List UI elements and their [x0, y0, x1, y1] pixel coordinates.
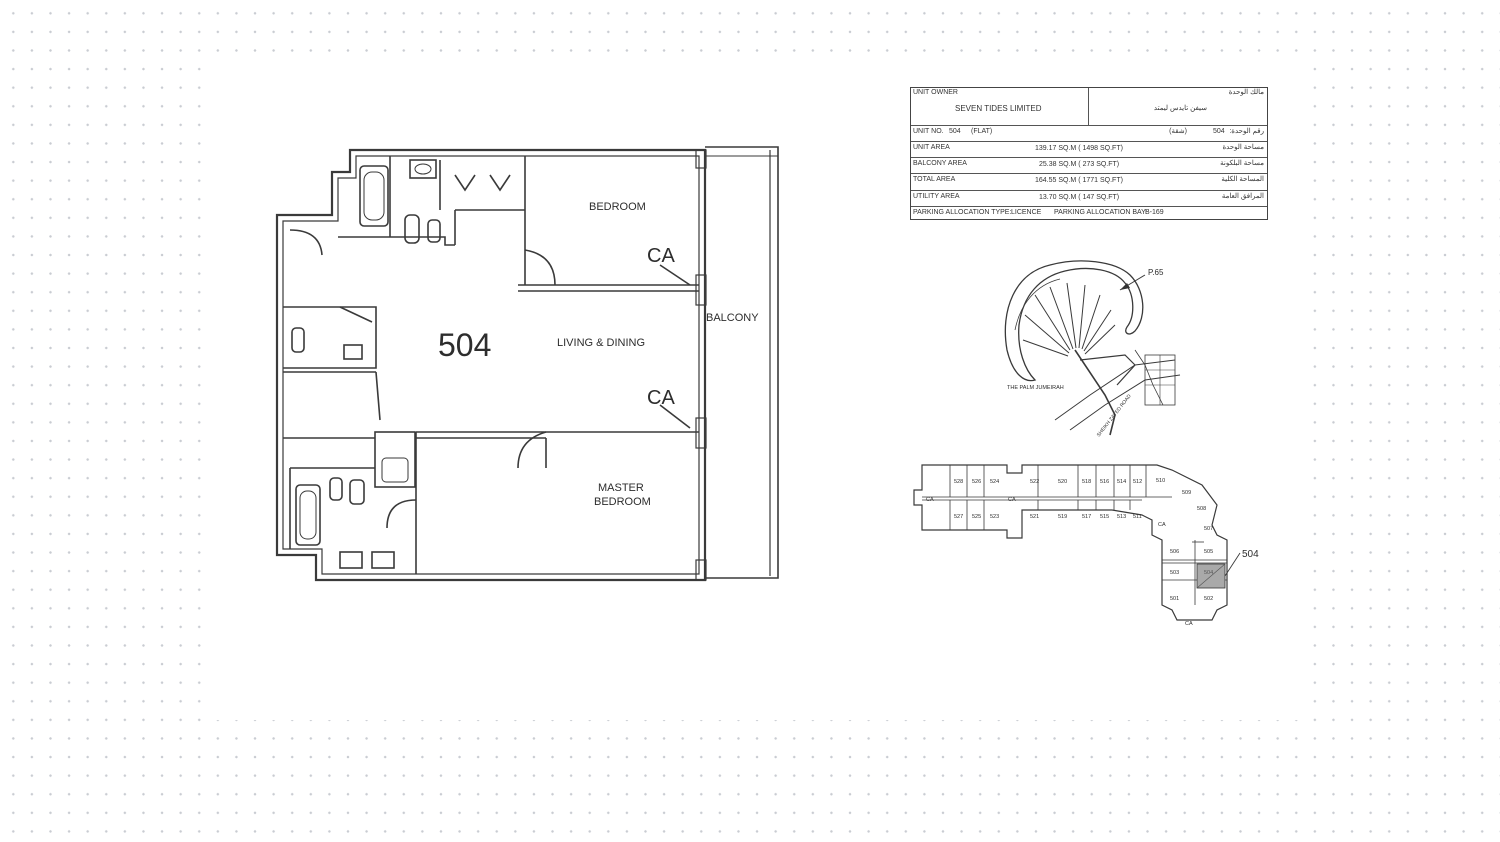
unit-520: 520	[1058, 479, 1067, 485]
unit-no-label-ar: رقم الوحدة:	[1229, 128, 1264, 135]
unit-503: 503	[1170, 570, 1179, 576]
utility-area-value: 13.70 SQ.M ( 147 SQ.FT)	[1039, 194, 1120, 201]
unit-509: 509	[1182, 490, 1191, 496]
palm-crescent	[1004, 260, 1144, 382]
unit-524: 524	[990, 479, 999, 485]
unit-number-label: 504	[438, 327, 491, 363]
owner-value: SEVEN TIDES LIMITED	[955, 104, 1042, 113]
balcony-outline	[705, 146, 779, 579]
unit-no-value-ar: 504	[1213, 128, 1225, 135]
outer-wall	[275, 148, 707, 582]
pointer-label: P.65	[1148, 268, 1164, 277]
unit-501: 501	[1170, 596, 1179, 602]
unit-area-label: UNIT AREA	[913, 144, 950, 151]
unit-info-table: UNIT OWNER SEVEN TIDES LIMITED مالك الوح…	[910, 87, 1268, 220]
balcony-area-label: BALCONY AREA	[913, 160, 967, 167]
unit-528: 528	[954, 479, 963, 485]
table-divider	[1088, 88, 1089, 125]
unit-514: 514	[1117, 479, 1126, 485]
unit-510: 510	[1156, 478, 1165, 484]
parking-bay-value: B-169	[1145, 209, 1164, 216]
utility-area-label-ar: المرافق العامة	[1221, 193, 1264, 200]
unit-type-ar: (شقة)	[1169, 128, 1187, 135]
ca-label-key-3: CA	[1158, 522, 1166, 528]
parking-type-label: PARKING ALLOCATION TYPE:	[913, 209, 1012, 216]
unit-504-cell: 504	[1204, 570, 1213, 576]
key-plan: CA CA CA CA 528 526 524 522 520 518 516 …	[913, 464, 1259, 627]
ca-label-key-2: CA	[1008, 497, 1016, 503]
balcony-area-label-ar: مساحة البلكونة	[1220, 160, 1264, 167]
palm-fronds	[1022, 282, 1181, 436]
master-label-line2: BEDROOM	[594, 496, 651, 508]
ca-label-bedroom: CA	[647, 245, 675, 267]
highlight-label: 504	[1242, 549, 1259, 560]
unit-526: 526	[972, 479, 981, 485]
unit-no-label: UNIT NO.	[913, 128, 944, 135]
unit-511: 511	[1133, 514, 1142, 520]
unit-525: 525	[972, 514, 981, 520]
total-area-label: TOTAL AREA	[913, 176, 956, 183]
parking-type-value: LICENCE	[1011, 209, 1042, 216]
owner-label-ar: مالك الوحدة	[1228, 89, 1264, 96]
bedroom-label: BEDROOM	[589, 201, 646, 213]
unit-area-value: 139.17 SQ.M ( 1498 SQ.FT)	[1035, 145, 1123, 152]
utility-area-label: UTILITY AREA	[913, 193, 960, 200]
parking-bay-label: PARKING ALLOCATION BAY:	[1054, 209, 1148, 216]
ca-label-living: CA	[647, 387, 675, 409]
master-label-line1: MASTER	[598, 482, 644, 494]
unit-515: 515	[1100, 514, 1109, 520]
ca-label-key-4: CA	[1185, 621, 1193, 627]
living-dining-label: LIVING & DINING	[557, 337, 645, 349]
unit-512: 512	[1133, 479, 1142, 485]
total-area-value: 164.55 SQ.M ( 1771 SQ.FT)	[1035, 177, 1123, 184]
balcony-label: BALCONY	[706, 312, 759, 324]
unit-523: 523	[990, 514, 999, 520]
unit-502: 502	[1204, 596, 1213, 602]
key-plan-outline	[913, 464, 1228, 621]
unit-517: 517	[1082, 514, 1091, 520]
unit-no-value: 504	[949, 128, 961, 135]
location-map: P.65 THE PALM JUMEIRAH SHEIKH ZAYED ROAD	[1004, 260, 1181, 438]
unit-518: 518	[1082, 479, 1091, 485]
unit-521: 521	[1030, 514, 1039, 520]
palm-label: THE PALM JUMEIRAH	[1007, 385, 1064, 391]
outer-wall-inner	[282, 155, 700, 575]
unit-519: 519	[1058, 514, 1067, 520]
owner-value-ar: سيفن تايدس ليمتد	[1153, 105, 1207, 112]
total-area-label-ar: المساحة الكلية	[1221, 176, 1264, 183]
unit-506: 506	[1170, 549, 1179, 555]
unit-505: 505	[1204, 549, 1213, 555]
unit-516: 516	[1100, 479, 1109, 485]
unit-513: 513	[1117, 514, 1126, 520]
ca-label-key-1: CA	[926, 497, 934, 503]
unit-527: 527	[954, 514, 963, 520]
owner-label: UNIT OWNER	[913, 89, 958, 96]
unit-522: 522	[1030, 479, 1039, 485]
unit-507: 507	[1204, 526, 1213, 532]
road-label: SHEIKH ZAYED ROAD	[1096, 393, 1133, 438]
unit-area-label-ar: مساحة الوحدة	[1222, 144, 1264, 151]
unit-type: (FLAT)	[971, 128, 993, 135]
unit-508: 508	[1197, 506, 1206, 512]
balcony-area-value: 25.38 SQ.M ( 273 SQ.FT)	[1039, 161, 1120, 168]
